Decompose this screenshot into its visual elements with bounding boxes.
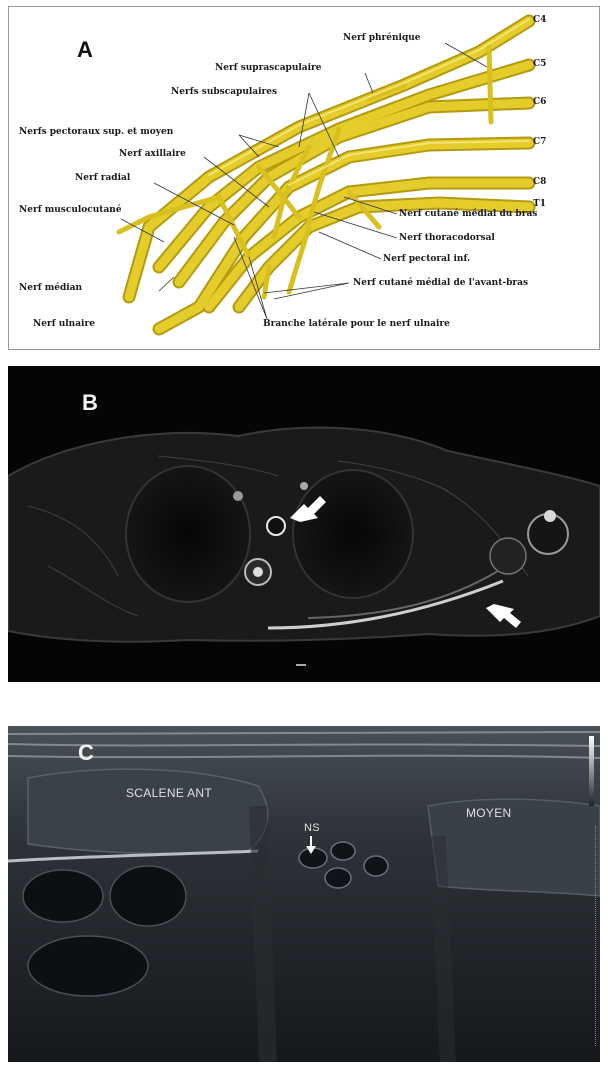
- root-label-c8: C8: [533, 177, 546, 187]
- label-branche-laterale: Branche latérale pour le nerf ulnaire: [263, 319, 450, 329]
- label-nerf-musculocutane: Nerf musculocutané: [19, 205, 122, 215]
- label-nerf-thoracodorsal: Nerf thoracodorsal: [399, 233, 495, 243]
- label-nerf-median: Nerf médian: [19, 283, 82, 293]
- panel-b-mri-image: B: [8, 366, 600, 682]
- ultrasound-scan: [8, 726, 600, 1062]
- root-label-c5: C5: [533, 59, 546, 69]
- label-nerfs-subscapulaires: Nerfs subscapulaires: [171, 87, 277, 97]
- label-nerf-suprascapulaire: Nerf suprascapulaire: [215, 63, 322, 73]
- panel-a-brachial-plexus-diagram: A C4 C5 C6 C7 C8 T1 Nerf phrénique Nerf …: [8, 6, 600, 350]
- label-nerf-cutane-medial-bras: Nerf cutané médial du bras: [399, 209, 537, 219]
- root-label-c6: C6: [533, 97, 546, 107]
- label-moyen: MOYEN: [466, 806, 512, 820]
- depth-ticks: [591, 826, 596, 1046]
- label-nerf-cutane-medial-avant-bras: Nerf cutané médial de l'avant-bras: [353, 278, 528, 288]
- panel-c-letter: C: [78, 740, 94, 766]
- label-scalene-ant: SCALENE ANT: [126, 786, 212, 800]
- label-nerf-radial: Nerf radial: [75, 173, 130, 183]
- label-ns: NS: [304, 822, 320, 834]
- label-nerf-phrenique: Nerf phrénique: [343, 33, 421, 43]
- gain-scale-bar: [589, 736, 594, 806]
- root-label-c7: C7: [533, 137, 546, 147]
- label-nerf-axillaire: Nerf axillaire: [119, 149, 186, 159]
- label-nerf-pectoral-inf: Nerf pectoral inf.: [383, 254, 470, 264]
- root-label-c4: C4: [533, 15, 546, 25]
- panel-b-letter: B: [82, 390, 98, 416]
- panel-c-ultrasound-image: C SCALENE ANT NS MOYEN: [8, 726, 600, 1062]
- label-nerf-ulnaire: Nerf ulnaire: [33, 319, 95, 329]
- label-nerfs-pectoraux: Nerfs pectoraux sup. et moyen: [19, 127, 173, 137]
- panel-a-letter: A: [77, 37, 93, 63]
- root-label-t1: T1: [533, 199, 546, 209]
